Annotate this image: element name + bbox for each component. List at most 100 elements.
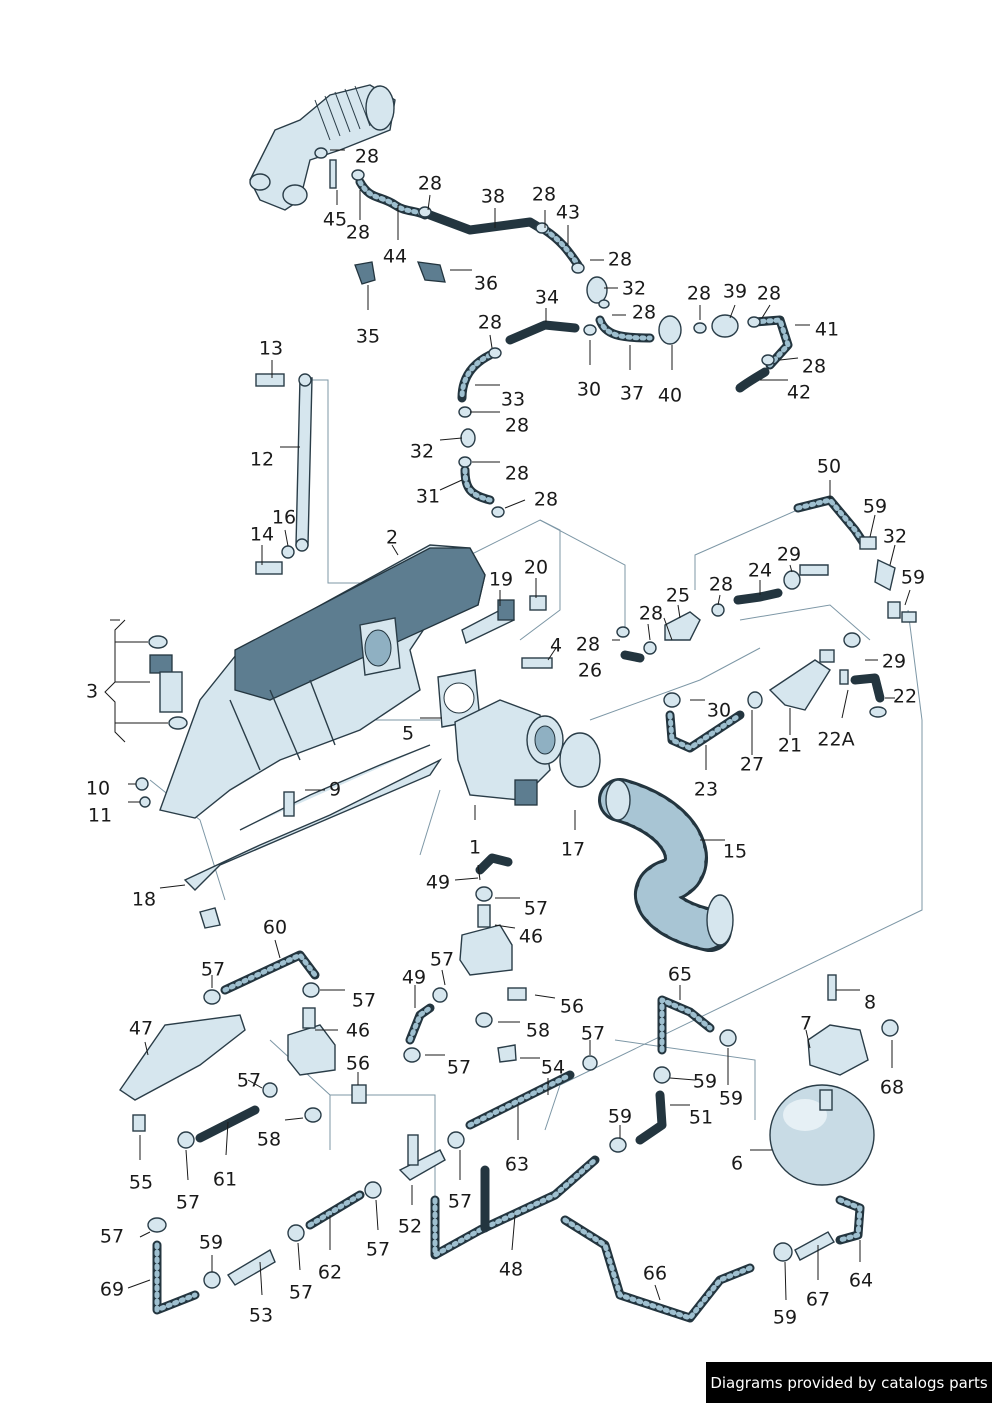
callout-59-c: 59 [692, 1070, 718, 1093]
callout-45: 45 [322, 208, 348, 231]
callout-57-j: 57 [99, 1225, 125, 1248]
callout-37: 37 [619, 382, 645, 405]
callout-28-f: 28 [631, 301, 657, 324]
callout-7: 7 [799, 1012, 813, 1035]
callout-40: 40 [657, 384, 683, 407]
leader-lines [104, 149, 911, 1301]
callout-17: 17 [560, 838, 586, 861]
callout-6: 6 [730, 1152, 744, 1175]
callout-28-o: 28 [575, 633, 601, 656]
callout-30-b: 30 [706, 699, 732, 722]
callout-48: 48 [498, 1258, 524, 1281]
callout-49-a: 49 [425, 871, 451, 894]
callout-8: 8 [863, 991, 877, 1014]
callout-27: 27 [739, 753, 765, 776]
callout-29-b: 29 [881, 650, 907, 673]
sensor-and-bolts [135, 595, 553, 817]
callout-9: 9 [328, 778, 342, 801]
callout-28-g: 28 [477, 311, 503, 334]
callout-31: 31 [415, 485, 441, 508]
callout-57-k: 57 [365, 1238, 391, 1261]
callout-22a: 22A [817, 728, 855, 751]
callout-28-d: 28 [531, 183, 557, 206]
callout-29-a: 29 [776, 543, 802, 566]
callout-52: 52 [397, 1215, 423, 1238]
callout-42: 42 [786, 381, 812, 404]
callout-3: 3 [85, 680, 99, 703]
callout-26: 26 [577, 659, 603, 682]
callout-59-d: 59 [718, 1087, 744, 1110]
callout-57-d: 57 [351, 989, 377, 1012]
support-bracket [255, 373, 313, 575]
callout-68: 68 [879, 1076, 905, 1099]
air-hose-large [598, 778, 734, 952]
callout-65: 65 [667, 963, 693, 986]
callout-20: 20 [523, 556, 549, 579]
callout-54: 54 [540, 1056, 566, 1079]
callout-18: 18 [131, 888, 157, 911]
callout-23: 23 [693, 778, 719, 801]
callout-32-b: 32 [409, 440, 435, 463]
callout-15: 15 [722, 840, 748, 863]
right-vacuum-assembly [616, 495, 917, 753]
callout-28-k: 28 [504, 414, 530, 437]
callout-41: 41 [814, 318, 840, 341]
callout-28-c: 28 [417, 172, 443, 195]
callout-38: 38 [480, 185, 506, 208]
callout-57-a: 57 [523, 897, 549, 920]
intake-manifold [159, 544, 486, 819]
callout-4: 4 [549, 634, 563, 657]
callout-57-e: 57 [580, 1022, 606, 1045]
callout-14: 14 [249, 523, 275, 546]
callout-55: 55 [128, 1171, 154, 1194]
callout-13: 13 [258, 337, 284, 360]
callout-43: 43 [555, 201, 581, 224]
callout-67: 67 [805, 1288, 831, 1311]
callout-2: 2 [385, 526, 399, 549]
callout-66: 66 [642, 1262, 668, 1285]
callout-57-c: 57 [200, 958, 226, 981]
callout-63: 63 [504, 1153, 530, 1176]
callout-24: 24 [747, 559, 773, 582]
callout-59-f: 59 [198, 1231, 224, 1254]
callout-28-b: 28 [345, 221, 371, 244]
callout-28-e: 28 [607, 248, 633, 271]
callout-56-b: 56 [345, 1052, 371, 1075]
callout-39: 39 [722, 280, 748, 303]
callout-35: 35 [355, 325, 381, 348]
callout-21: 21 [777, 734, 803, 757]
lower-right-assembly [560, 974, 899, 1323]
callout-69: 69 [99, 1278, 125, 1301]
callout-19: 19 [488, 568, 514, 591]
callout-30-a: 30 [576, 378, 602, 401]
callout-57-l: 57 [288, 1281, 314, 1304]
callout-59-b: 59 [900, 566, 926, 589]
callout-58-a: 58 [525, 1019, 551, 1042]
callout-49-b: 49 [401, 966, 427, 989]
callout-28-h: 28 [686, 282, 712, 305]
fuel-injector [148, 635, 188, 730]
callout-28-a: 28 [354, 145, 380, 168]
callout-33: 33 [500, 388, 526, 411]
callout-28-p: 28 [708, 573, 734, 596]
callout-53: 53 [248, 1304, 274, 1327]
callout-57-f: 57 [446, 1056, 472, 1079]
callout-50: 50 [816, 455, 842, 478]
callout-59-e: 59 [607, 1105, 633, 1128]
callout-12: 12 [249, 448, 275, 471]
callout-62: 62 [317, 1261, 343, 1284]
center-valve-assembly [403, 853, 598, 1071]
credit-banner: Diagrams provided by catalogs parts [706, 1362, 992, 1403]
callout-28-m: 28 [533, 488, 559, 511]
lower-pipes [147, 1070, 600, 1315]
callout-56-a: 56 [559, 995, 585, 1018]
callout-36: 36 [473, 272, 499, 295]
clips-and-valves-upper [314, 147, 775, 518]
callout-59-a: 59 [862, 495, 888, 518]
callout-32-a: 32 [621, 277, 647, 300]
callout-5: 5 [401, 722, 415, 745]
callout-28-l: 28 [504, 462, 530, 485]
callout-22: 22 [892, 685, 918, 708]
